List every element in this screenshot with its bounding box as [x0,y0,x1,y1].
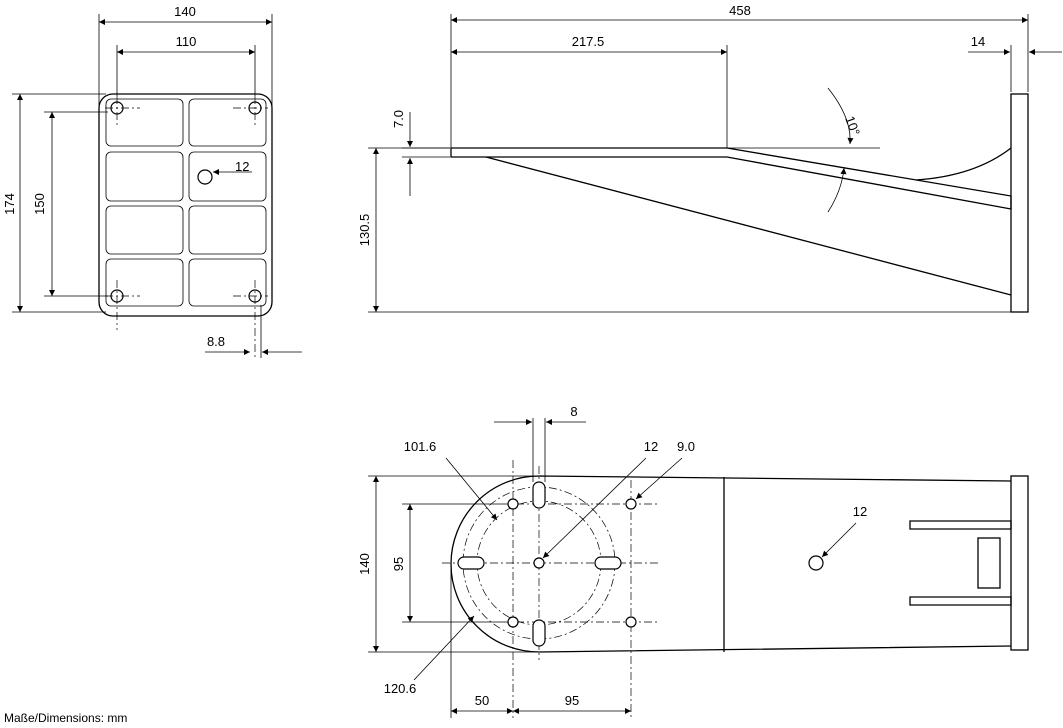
dim-top-circle-inner: 101.6 [404,439,437,454]
side-gusset [915,147,1012,181]
dim-side-angle: 10° [842,114,863,138]
dim-side-plate-thickness: 14 [971,34,985,49]
top-wall-plate [1010,475,1029,651]
front-plate-pockets [105,98,267,307]
side-arm-brace [485,156,1012,296]
dim-top-hole-spacing-h: 95 [565,693,579,708]
dim-side-top-thickness: 7.0 [391,110,406,128]
top-view: 8 101.6 12 9.0 12 140 95 120.6 50 95 [357,404,1029,718]
dim-top-center-hole: 12 [644,439,658,454]
dim-front-hole-spacing-v: 150 [32,193,47,215]
dim-front-hole-spacing-h: 110 [176,34,197,49]
dim-top-hole-spacing-v: 95 [391,557,406,571]
side-view: 458 217.5 14 10° 7.0 130.5 [357,3,1062,313]
top-arm-hole [808,555,824,571]
front-mounting-holes [105,96,268,358]
dim-side-height: 130.5 [357,214,372,247]
dim-top-slot-width: 8 [570,404,577,419]
front-plate-outline [98,93,273,317]
dim-top-offset-x: 50 [475,693,489,708]
side-wall-plate [1010,93,1029,313]
dim-top-hole-dia: 9.0 [677,439,695,454]
dim-front-height: 174 [2,193,17,215]
dim-front-center-hole: 12 [235,159,249,174]
dim-top-arm-hole: 12 [853,504,867,519]
units-note: Maße/Dimensions: mm [4,711,127,725]
front-center-hole [197,169,213,185]
dim-side-length: 458 [729,3,751,18]
dim-top-circle-outer: 120.6 [384,681,417,696]
dim-front-width: 140 [174,4,196,19]
dim-top-width: 140 [357,553,372,575]
dim-side-top-length: 217.5 [572,34,605,49]
front-view: 140 110 174 150 12 8.8 [2,4,302,358]
dim-front-hole-dia: 8.8 [207,334,225,349]
